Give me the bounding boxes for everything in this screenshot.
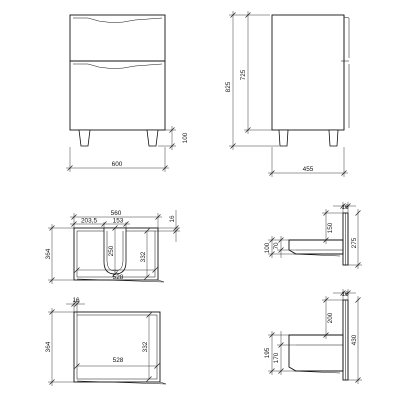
cabinet-side-body (271, 14, 345, 131)
bottom-section-lower-height-label: 195 (264, 347, 271, 358)
bottom-drawer-depth-label: 364 (45, 341, 52, 352)
cabinet-front-body (69, 14, 166, 131)
bottom-drawer-section: 16 200 430 195 170 (264, 289, 362, 384)
top-drawer-width-label: 560 (111, 210, 122, 217)
bottom-section-offset-label: 170 (273, 352, 280, 363)
overall-height-label: 825 (225, 81, 232, 92)
top-drawer-plan: 560 203,5 153 250 16 364 332 (45, 210, 180, 284)
cutout-depth-label: 250 (108, 245, 115, 256)
top-drawer-inner-depth-label: 332 (140, 251, 147, 262)
body-height-label: 725 (240, 69, 247, 80)
bottom-drawer-outer (73, 311, 161, 383)
side-view: 825 725 455 (225, 11, 350, 177)
top-drawer-thickness-label: 16 (169, 215, 176, 223)
side-front-leg (328, 129, 339, 147)
bottom-drawer-plan: 16 364 332 528 (45, 297, 167, 386)
top-drawer-box-profile (288, 239, 344, 255)
top-drawer-inner-width-label: 528 (113, 274, 124, 281)
front-right-leg (146, 129, 159, 147)
cutout-offset-label: 203,5 (81, 218, 97, 225)
bottom-drawer-handle-profile (73, 63, 163, 69)
bottom-section-total-height-label: 430 (351, 334, 358, 345)
top-section-lower-height-label: 100 (264, 242, 271, 253)
bottom-drawer-inner-depth-label: 332 (142, 341, 149, 352)
top-section-thickness-label: 16 (341, 204, 349, 211)
bottom-section-thickness-label: 16 (341, 291, 349, 298)
top-drawer-handle-profile (73, 17, 163, 23)
top-section-total-height-label: 275 (351, 237, 358, 248)
bottom-drawer-box-profile (288, 334, 344, 372)
front-left-leg (78, 129, 91, 147)
top-section-offset-label: 70 (273, 242, 280, 250)
front-view: 600 100 (66, 14, 189, 172)
top-section-upper-height-label: 150 (327, 222, 334, 233)
bottom-section-upper-height-label: 200 (327, 312, 334, 323)
side-depth-label: 455 (303, 166, 314, 173)
bottom-drawer-inner (76, 314, 158, 380)
top-drawer-section: 16 150 275 100 70 (264, 202, 362, 269)
bottom-drawer-inner-width-label: 528 (113, 357, 124, 364)
cutout-width-label: 153 (113, 218, 124, 225)
bottom-drawer-thickness-label: 16 (72, 297, 80, 304)
top-drawer-depth-label: 364 (45, 248, 52, 259)
front-width-label: 600 (112, 161, 123, 168)
side-back-leg (278, 129, 289, 147)
leg-height-label: 100 (182, 132, 189, 143)
